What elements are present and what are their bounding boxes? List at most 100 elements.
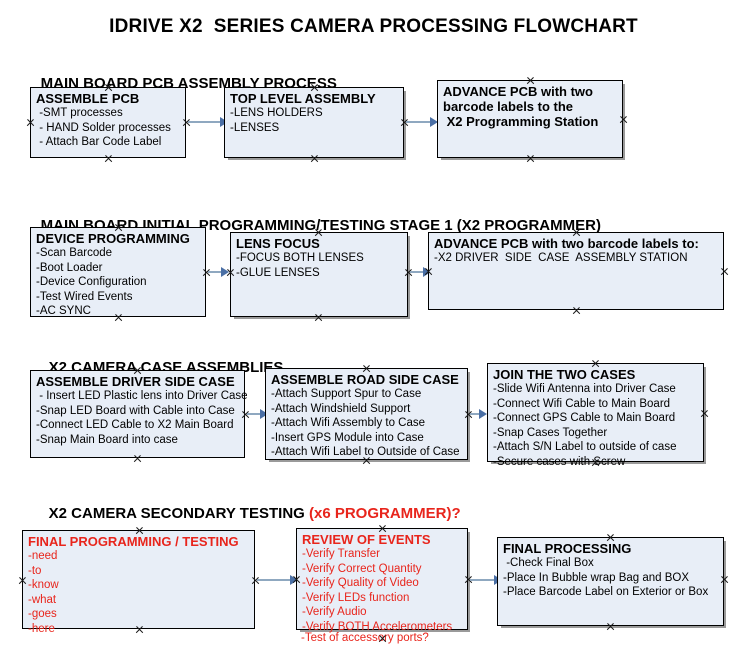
connector-arrow[interactable] xyxy=(406,121,434,123)
node-review-of-events-body: REVIEW OF EVENTS -Verify Transfer -Verif… xyxy=(297,529,467,634)
node-line: -Snap LED Board with Cable into Case xyxy=(36,404,235,417)
node-line: -Verify Transfer xyxy=(302,548,380,560)
node-line: -Verify LEDs function xyxy=(302,591,410,604)
node-line: -Verify Correct Quantity xyxy=(302,562,422,575)
node-line: -Attach Wifi Assembly to Case xyxy=(271,417,426,429)
node-final-processing-body: FINAL PROCESSING -Check Final Box -Place… xyxy=(498,538,723,600)
node-lens-focus[interactable]: LENS FOCUS -FOCUS BOTH LENSES -GLUE LENS… xyxy=(230,232,408,317)
node-title-line-2: barcode labels to the xyxy=(443,99,574,114)
node-top-level-assembly-body: TOP LEVEL ASSEMBLY -LENS HOLDERS -LENSES xyxy=(225,88,403,135)
node-line: -Place Barcode Label on Exterior or Box xyxy=(503,586,709,598)
node-top-level-assembly[interactable]: TOP LEVEL ASSEMBLY -LENS HOLDERS -LENSES xyxy=(224,87,404,158)
node-join-the-two-cases-body: JOIN THE TWO CASES -Slide Wifi Antenna i… xyxy=(488,364,703,469)
node-advance-pcb-driver-side-body: ADVANCE PCB with two barcode labels to: … xyxy=(429,233,723,266)
node-lens-focus-body: LENS FOCUS -FOCUS BOTH LENSES -GLUE LENS… xyxy=(231,233,407,280)
node-title: ASSEMBLE PCB xyxy=(36,91,140,106)
node-assemble-driver-side-case-body: ASSEMBLE DRIVER SIDE CASE - Insert LED P… xyxy=(31,371,248,447)
connector-arrow[interactable] xyxy=(470,579,498,581)
node-line: -Insert GPS Module into Case xyxy=(271,431,424,444)
node-line: -need xyxy=(28,550,58,562)
node-line: -Verify Quality of Video xyxy=(302,577,419,589)
node-line: -Connect Wifi Cable to Main Board xyxy=(493,397,671,410)
node-assemble-road-side-case-body: ASSEMBLE ROAD SIDE CASE -Attach Support … xyxy=(266,369,467,460)
node-line: -Attach Support Spur to Case xyxy=(271,388,422,400)
node-assemble-pcb-body: ASSEMBLE PCB -SMT processes - HAND Solde… xyxy=(31,88,185,150)
node-line: -X2 DRIVER SIDE CASE ASSEMBLY STATION xyxy=(434,252,688,264)
node-title: TOP LEVEL ASSEMBLY xyxy=(230,91,376,106)
section-heading-4-accent: (x6 PROGRAMMER)? xyxy=(308,505,461,522)
section-heading-4: X2 CAMERA SECONDARY TESTING (x6 PROGRAMM… xyxy=(32,488,461,539)
node-line: -Scan Barcode xyxy=(36,247,113,259)
node-line: -know xyxy=(28,579,59,591)
node-line: - HAND Solder processes xyxy=(36,121,171,134)
node-device-programming-body: DEVICE PROGRAMMING -Scan Barcode -Boot L… xyxy=(31,228,205,319)
node-final-processing[interactable]: FINAL PROCESSING -Check Final Box -Place… xyxy=(497,537,724,626)
node-line: -Attach Windshield Support xyxy=(271,402,411,415)
connector-arrow[interactable] xyxy=(188,121,224,123)
connector-arrowhead xyxy=(260,409,268,419)
node-title: LENS FOCUS xyxy=(236,236,320,251)
node-line: -what xyxy=(28,593,57,606)
node-advance-pcb-station[interactable]: ADVANCE PCB with two barcode labels to t… xyxy=(437,80,623,158)
node-device-programming[interactable]: DEVICE PROGRAMMING -Scan Barcode -Boot L… xyxy=(30,227,206,317)
connector-arrow[interactable] xyxy=(257,579,295,581)
document-title: IDRIVE X2 SERIES CAMERA PROCESSING FLOWC… xyxy=(109,16,638,37)
node-line: -to xyxy=(28,564,42,577)
connector-arrow[interactable] xyxy=(410,271,428,273)
node-line: -Slide Wifi Antenna into Driver Case xyxy=(493,383,676,395)
node-line: -FOCUS BOTH LENSES xyxy=(236,252,364,264)
node-title: DEVICE PROGRAMMING xyxy=(36,231,190,246)
connector-arrowhead xyxy=(430,117,438,127)
connector-arrow[interactable] xyxy=(470,413,484,415)
node-assemble-road-side-case[interactable]: ASSEMBLE ROAD SIDE CASE -Attach Support … xyxy=(265,368,468,460)
node-line: -SMT processes xyxy=(36,107,123,119)
node-line: -LENSES xyxy=(230,121,280,134)
connector-arrowhead xyxy=(290,575,298,585)
node-review-of-events-overflow-line: -Test of accessory ports? xyxy=(301,632,429,644)
connector-arrowhead xyxy=(221,267,229,277)
node-line: -Snap Cases Together xyxy=(493,426,608,439)
node-line: -LENS HOLDERS xyxy=(230,107,323,119)
node-line: -Secure cases with Screw xyxy=(493,455,626,468)
node-line: -Check Final Box xyxy=(503,557,594,569)
node-line: - Attach Bar Code Label xyxy=(36,136,162,148)
node-line: -Place In Bubble wrap Bag and BOX xyxy=(503,571,690,584)
node-line: -Device Configuration xyxy=(36,276,147,288)
node-line: -Snap Main Board into case xyxy=(36,433,178,446)
connector-arrowhead xyxy=(423,267,431,277)
node-assemble-pcb[interactable]: ASSEMBLE PCB -SMT processes - HAND Solde… xyxy=(30,87,186,158)
node-title: ADVANCE PCB with two barcode labels to: xyxy=(434,236,699,251)
node-line: -Verify Audio xyxy=(302,606,367,618)
node-line: -goes xyxy=(28,608,57,620)
node-title: ASSEMBLE DRIVER SIDE CASE xyxy=(36,374,235,389)
node-line: -Verify BOTH Accelerometers xyxy=(302,620,453,633)
node-line: - Insert LED Plastic lens into Driver Ca… xyxy=(36,390,248,402)
node-line: -Connect LED Cable to X2 Main Board xyxy=(36,419,234,431)
node-line: -Attach Wifi Label to Outside of Case xyxy=(271,446,460,458)
node-title: ASSEMBLE ROAD SIDE CASE xyxy=(271,372,459,387)
section-heading-4-text: X2 CAMERA SECONDARY TESTING xyxy=(48,505,309,522)
node-title: ADVANCE PCB with two xyxy=(443,84,593,99)
node-assemble-driver-side-case[interactable]: ASSEMBLE DRIVER SIDE CASE - Insert LED P… xyxy=(30,370,248,458)
node-line: -here xyxy=(28,622,55,635)
node-advance-pcb-station-body: ADVANCE PCB with two barcode labels to t… xyxy=(438,81,622,129)
node-title: REVIEW OF EVENTS xyxy=(302,532,431,547)
connector-arrow[interactable] xyxy=(208,271,226,273)
node-line: -Boot Loader xyxy=(36,261,103,274)
node-join-the-two-cases[interactable]: JOIN THE TWO CASES -Slide Wifi Antenna i… xyxy=(487,363,704,468)
node-final-programming-testing-body: FINAL PROGRAMMING / TESTING -need -to -k… xyxy=(23,531,254,636)
node-title: JOIN THE TWO CASES xyxy=(493,367,636,382)
node-review-of-events[interactable]: REVIEW OF EVENTS -Verify Transfer -Verif… xyxy=(296,528,468,633)
node-title: FINAL PROGRAMMING / TESTING xyxy=(28,534,239,549)
node-title: FINAL PROCESSING xyxy=(503,541,632,556)
node-title-line-3: X2 Programming Station xyxy=(443,114,599,129)
node-advance-pcb-driver-side[interactable]: ADVANCE PCB with two barcode labels to: … xyxy=(428,232,724,310)
node-line: -GLUE LENSES xyxy=(236,266,320,279)
node-final-programming-testing[interactable]: FINAL PROGRAMMING / TESTING -need -to -k… xyxy=(22,530,255,635)
connector-arrow[interactable] xyxy=(247,413,265,415)
connector-arrowhead xyxy=(479,409,487,419)
node-line: -AC SYNC xyxy=(36,305,91,317)
node-line: -Connect GPS Cable to Main Board xyxy=(493,412,676,424)
node-line: -Attach S/N Label to outside of case xyxy=(493,441,677,453)
